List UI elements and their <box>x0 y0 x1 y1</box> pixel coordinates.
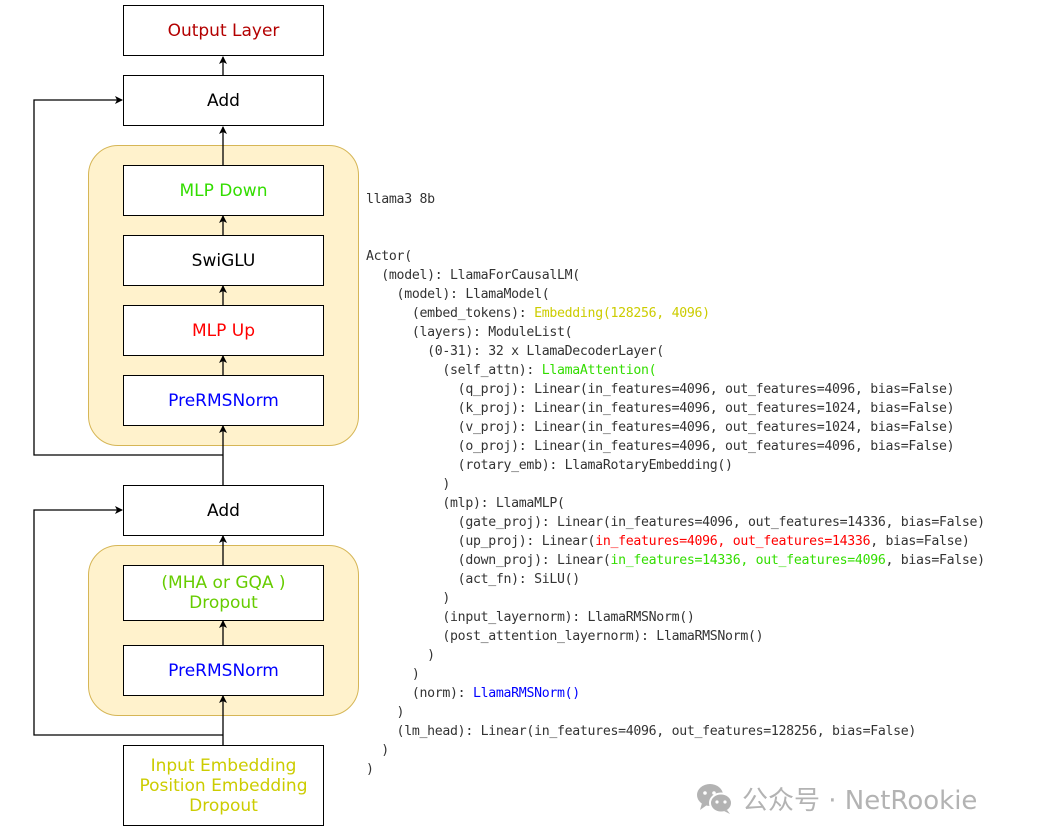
add-bottom-box: Add <box>123 485 324 536</box>
watermark-text: 公众号 · NetRookie <box>742 786 978 816</box>
code-line: (embed_tokens): Embedding(128256, 4096) <box>366 304 985 323</box>
input-embedding-box: Input Embedding Position Embedding Dropo… <box>123 745 324 826</box>
code-text: (mlp): LlamaMLP( <box>366 496 565 511</box>
code-text: (norm): <box>366 686 473 701</box>
code-text: (input_layernorm): LlamaRMSNorm() <box>366 610 695 625</box>
code-line: ) <box>366 475 985 494</box>
code-line: (act_fn): SiLU() <box>366 570 985 589</box>
code-title: llama3 8b <box>366 192 435 207</box>
code-highlight: LlamaRMSNorm() <box>472 686 580 701</box>
code-line: (norm): LlamaRMSNorm() <box>366 684 985 703</box>
code-text: ) <box>366 648 435 663</box>
code-text: (v_proj): Linear(in_features=4096, out_f… <box>366 420 955 435</box>
add-top-box: Add <box>123 75 324 126</box>
code-text: (rotary_emb): LlamaRotaryEmbedding() <box>366 458 733 473</box>
watermark: 公众号 · NetRookie <box>696 780 977 817</box>
code-line: Actor( <box>366 247 985 266</box>
code-text: (post_attention_layernorm): LlamaRMSNorm… <box>366 629 764 644</box>
code-line: (rotary_emb): LlamaRotaryEmbedding() <box>366 456 985 475</box>
code-line: (model): LlamaModel( <box>366 285 985 304</box>
code-text: (lm_head): Linear(in_features=4096, out_… <box>366 724 917 739</box>
code-line: ) <box>366 760 985 779</box>
code-text: (model): LlamaForCausalLM( <box>366 268 580 283</box>
code-line: (input_layernorm): LlamaRMSNorm() <box>366 608 985 627</box>
code-line: (0-31): 32 x LlamaDecoderLayer( <box>366 342 985 361</box>
code-line: (down_proj): Linear(in_features=14336, o… <box>366 551 985 570</box>
residual-bottom <box>33 506 223 736</box>
mlp-down-box: MLP Down <box>123 165 324 216</box>
code-line: (k_proj): Linear(in_features=4096, out_f… <box>366 399 985 418</box>
swiglu-box: SwiGLU <box>123 235 324 286</box>
code-text: (act_fn): SiLU() <box>366 572 581 587</box>
residual-top <box>33 96 223 456</box>
code-line: (o_proj): Linear(in_features=4096, out_f… <box>366 437 985 456</box>
code-text: (q_proj): Linear(in_features=4096, out_f… <box>366 382 955 397</box>
wechat-icon <box>697 783 733 814</box>
code-line: ) <box>366 741 985 760</box>
code-text: , bias=False) <box>870 534 970 549</box>
code-line: ) <box>366 665 985 684</box>
code-text: (self_attn): <box>366 363 542 378</box>
prermsnorm-top-box: PreRMSNorm <box>123 375 324 426</box>
model-structure-code: llama3 8b Actor( (model): LlamaForCausal… <box>366 152 985 798</box>
code-highlight: LlamaAttention( <box>541 363 657 378</box>
code-lines: Actor( (model): LlamaForCausalLM( (model… <box>366 247 985 779</box>
output-layer-box: Output Layer <box>123 5 324 56</box>
code-line: (model): LlamaForCausalLM( <box>366 266 985 285</box>
code-text: (model): LlamaModel( <box>366 287 550 302</box>
code-line: (mlp): LlamaMLP( <box>366 494 985 513</box>
code-text: (gate_proj): Linear(in_features=4096, ou… <box>366 515 985 530</box>
code-line: (v_proj): Linear(in_features=4096, out_f… <box>366 418 985 437</box>
code-text: Actor( <box>366 249 412 264</box>
code-line: ) <box>366 703 985 722</box>
code-text: (k_proj): Linear(in_features=4096, out_f… <box>366 401 955 416</box>
code-line: (gate_proj): Linear(in_features=4096, ou… <box>366 513 985 532</box>
code-highlight: in_features=14336, out_features=4096 <box>610 553 886 568</box>
code-text: ) <box>366 743 389 758</box>
code-text: (down_proj): Linear( <box>366 553 611 568</box>
code-line: (up_proj): Linear(in_features=4096, out_… <box>366 532 985 551</box>
code-text: (up_proj): Linear( <box>366 534 596 549</box>
mlp-up-box: MLP Up <box>123 305 324 356</box>
code-highlight: Embedding(128256, 4096) <box>534 306 710 321</box>
code-line: (self_attn): LlamaAttention( <box>366 361 985 380</box>
attention-box: (MHA or GQA ) Dropout <box>123 565 324 621</box>
code-text: (0-31): 32 x LlamaDecoderLayer( <box>366 344 664 359</box>
code-line: (lm_head): Linear(in_features=4096, out_… <box>366 722 985 741</box>
prermsnorm-bottom-box: PreRMSNorm <box>123 645 324 696</box>
code-text: (layers): ModuleList( <box>366 325 573 340</box>
code-text: ) <box>366 705 405 720</box>
code-text: (embed_tokens): <box>366 306 535 321</box>
code-text: ) <box>366 762 374 777</box>
code-text: , bias=False) <box>885 553 986 568</box>
code-text: ) <box>366 477 451 492</box>
code-line: ) <box>366 646 985 665</box>
code-line: (q_proj): Linear(in_features=4096, out_f… <box>366 380 985 399</box>
code-highlight: in_features=4096, out_features=14336 <box>595 534 871 549</box>
code-line: (layers): ModuleList( <box>366 323 985 342</box>
code-line: ) <box>366 589 985 608</box>
code-text: ) <box>366 667 420 682</box>
code-text: (o_proj): Linear(in_features=4096, out_f… <box>366 439 955 454</box>
code-text: ) <box>366 591 451 606</box>
code-line: (post_attention_layernorm): LlamaRMSNorm… <box>366 627 985 646</box>
